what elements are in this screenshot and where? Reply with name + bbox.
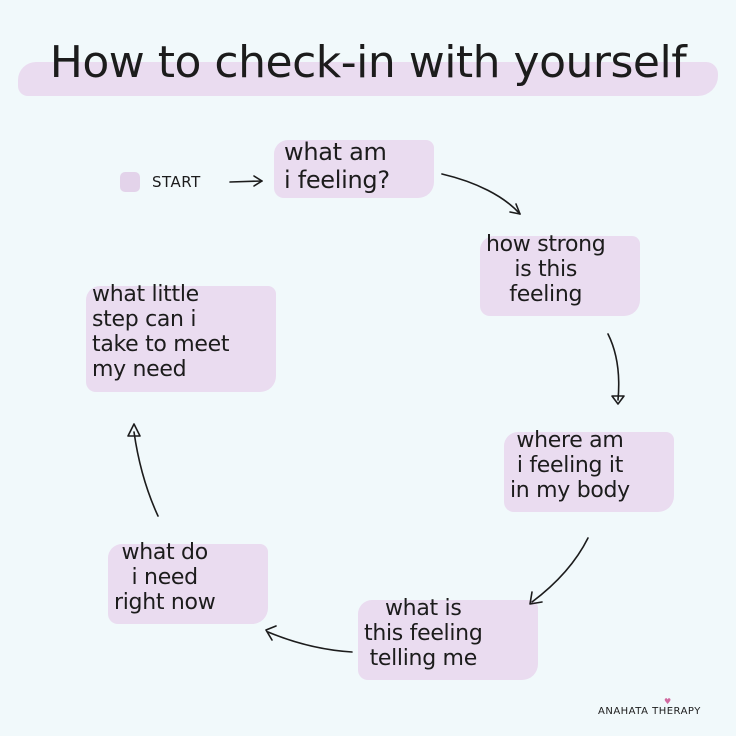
arrow-2-to-3 — [607, 333, 625, 405]
step-text: what is this feeling telling me — [364, 596, 483, 671]
step-what-am-i-feeling: what am i feeling? — [274, 138, 434, 198]
step-highlight — [86, 286, 276, 392]
step-text: what little step can i take to meet my n… — [92, 282, 230, 382]
start-marker — [120, 172, 140, 192]
step-where-in-body: where am i feeling it in my body — [504, 428, 674, 512]
step-little-step: what little step can i take to meet my n… — [86, 282, 276, 392]
step-text: what am i feeling? — [284, 138, 390, 194]
arrow-5-to-6 — [127, 423, 159, 517]
step-highlight — [480, 236, 640, 316]
step-how-strong: how strong is this feeling — [480, 232, 640, 316]
arrow-start — [229, 175, 263, 187]
step-highlight — [108, 544, 268, 624]
step-highlight — [358, 600, 538, 680]
arrow-1-to-2 — [441, 173, 521, 215]
step-what-do-i-need: what do i need right now — [108, 540, 268, 624]
step-what-is-it-telling: what is this feeling telling me — [358, 596, 538, 680]
step-highlight — [274, 140, 434, 198]
title-block: How to check-in with yourself — [10, 28, 726, 98]
page-title: How to check-in with yourself — [49, 37, 687, 88]
start-label: START — [152, 173, 201, 191]
step-text: what do i need right now — [114, 540, 216, 615]
step-text: how strong is this feeling — [486, 232, 606, 307]
arrow-4-to-5 — [265, 625, 353, 653]
title-highlight — [18, 62, 718, 96]
step-highlight — [504, 432, 674, 512]
heart-icon: ♥ — [664, 697, 672, 706]
arrow-3-to-4 — [529, 537, 589, 605]
credit-label: ANAHATA THERAPY — [598, 706, 701, 717]
step-text: where am i feeling it in my body — [510, 428, 630, 503]
